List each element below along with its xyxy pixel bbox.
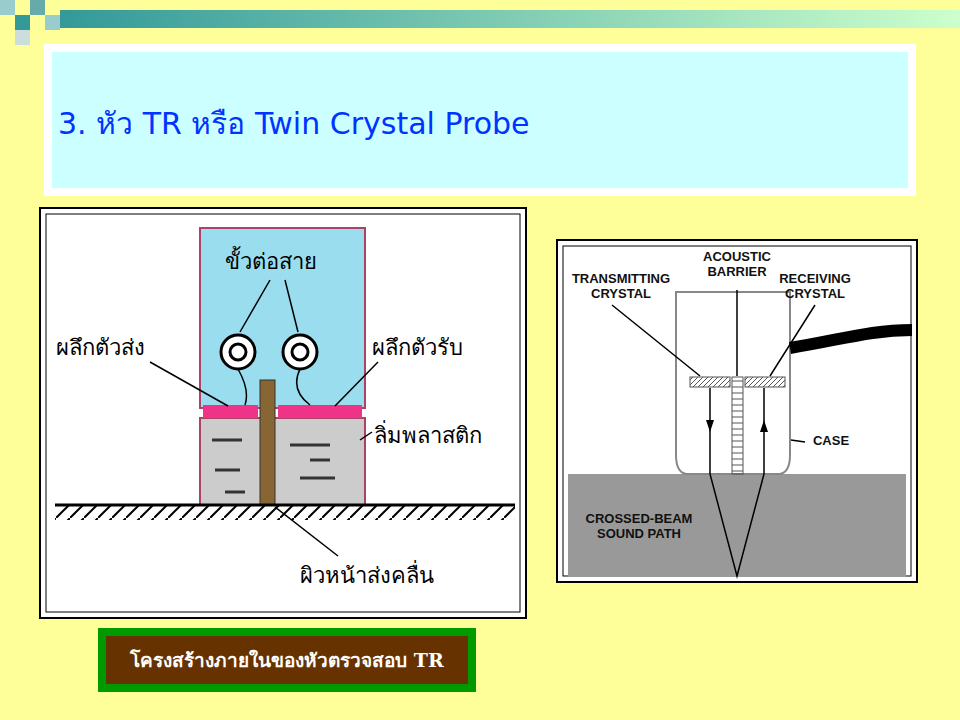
part-label: ลิ่มพลาสติก: [374, 418, 482, 453]
slide-title: 3. หัว TR หรือ Twin Crystal Probe: [58, 100, 530, 147]
part-label: ผลึกตัวส่ง: [56, 330, 145, 365]
part-label: RECEIVING CRYSTAL: [760, 272, 870, 302]
part-label: TRANSMITTING CRYSTAL: [566, 272, 676, 302]
part-label: ผลึกตัวรับ: [372, 330, 463, 365]
part-label: CASE: [806, 434, 856, 449]
region-label: CROSSED-BEAM SOUND PATH: [574, 512, 704, 542]
tr-probe-sketch: [55, 228, 515, 556]
figure-caption: โครงสร้างภายในของหัวตรวจสอบ TR: [106, 636, 468, 684]
part-label: ขั้วต่อสาย: [225, 244, 317, 279]
part-label: ผิวหน้าส่งคลื่น: [300, 558, 434, 593]
tr-probe-figure: [568, 290, 912, 577]
part-label: ACOUSTIC BARRIER: [682, 250, 792, 280]
